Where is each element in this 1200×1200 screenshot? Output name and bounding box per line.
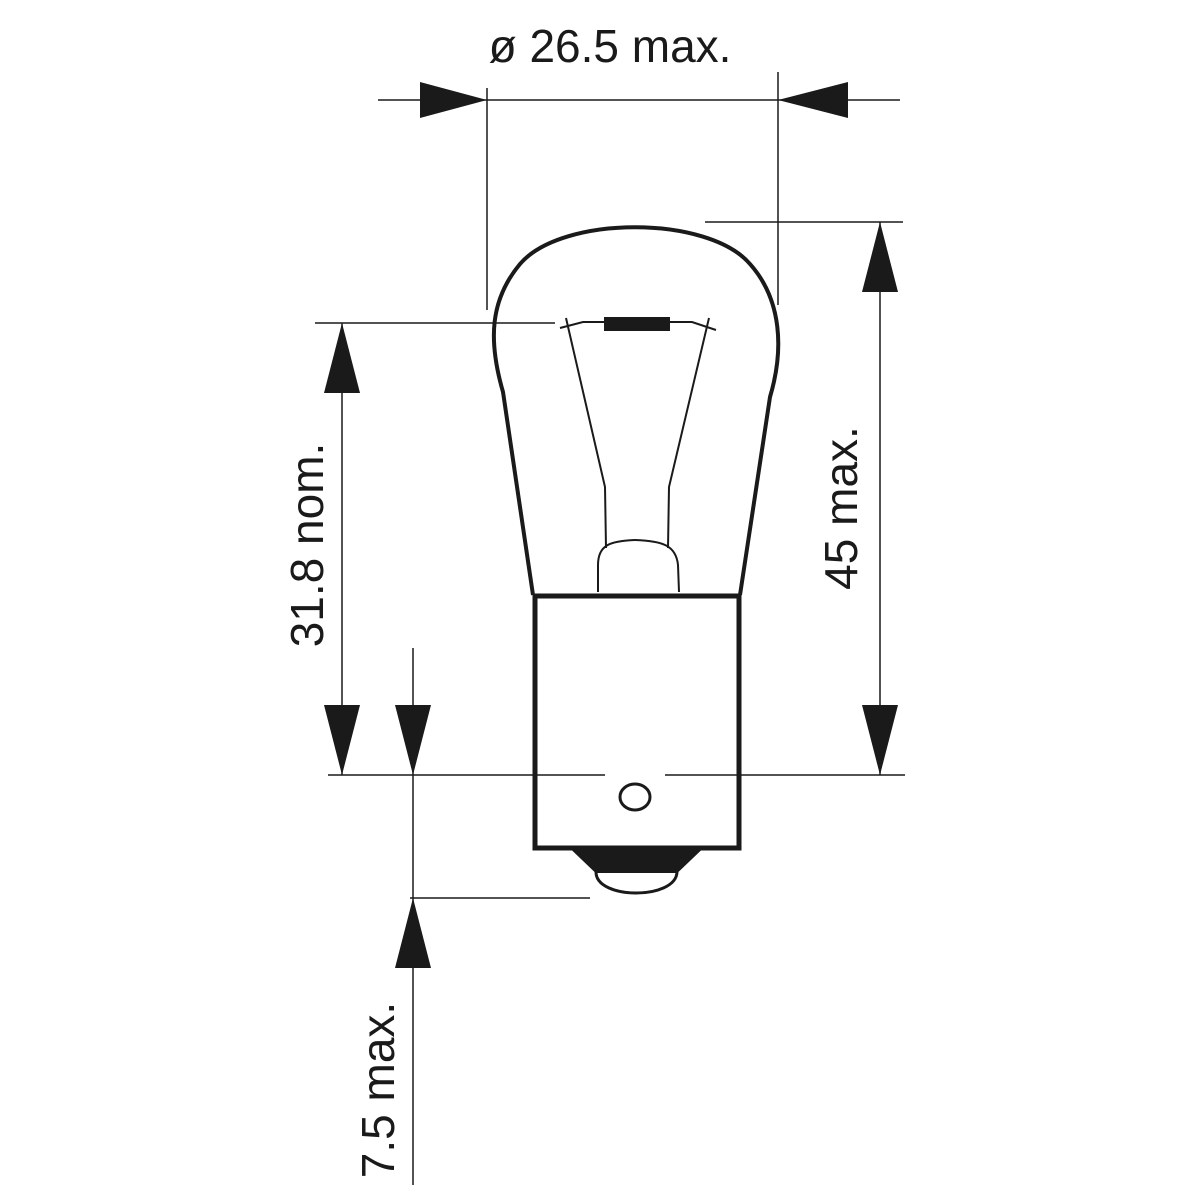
base-pin-hole — [618, 782, 652, 812]
contact-insulator — [570, 849, 703, 873]
light-center-label: 31.8 nom. — [281, 443, 333, 648]
arrow-up-icon — [395, 898, 431, 968]
overall-length-label: 45 max. — [815, 426, 867, 590]
support-wire-right — [667, 317, 710, 549]
contact-tip — [594, 871, 679, 895]
arrow-right-icon — [420, 82, 487, 118]
contact-length-label: 7.5 max. — [352, 1002, 404, 1178]
arrow-down-icon — [324, 705, 360, 775]
filament — [604, 317, 670, 331]
support-wire-left — [565, 317, 607, 549]
glass-stem — [597, 538, 680, 593]
dimension-arrows — [324, 82, 898, 968]
diameter-label: ø 26.5 max. — [489, 20, 732, 72]
extension-lines — [315, 72, 905, 899]
dimension-lines — [341, 99, 900, 1185]
arrow-left-icon — [778, 82, 848, 118]
arrow-down-icon — [862, 705, 898, 775]
bulb-base — [532, 593, 742, 851]
arrow-down-icon — [395, 705, 431, 775]
bulb-glass-outline — [491, 225, 781, 596]
arrow-up-icon — [862, 222, 898, 292]
arrow-up-icon — [324, 323, 360, 393]
